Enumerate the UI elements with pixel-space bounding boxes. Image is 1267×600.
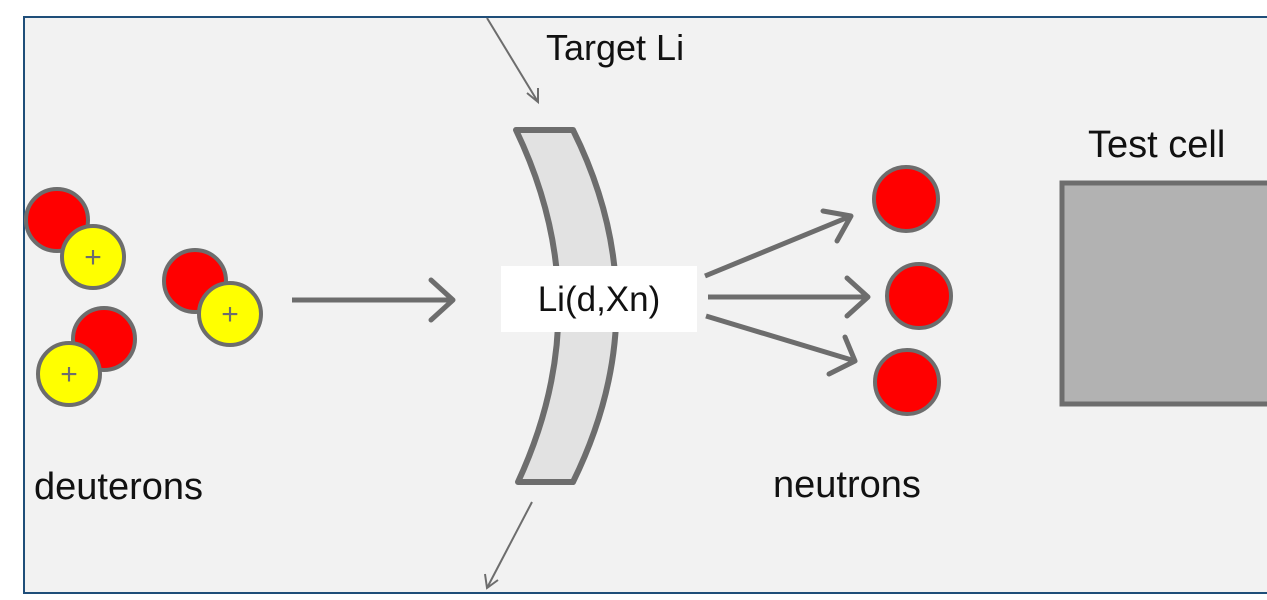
deuteron-2-proton (197, 281, 263, 347)
neutrons-label: neutrons (773, 464, 921, 506)
deuteron-1: + (24, 187, 126, 290)
deuterons-label: deuterons (34, 466, 203, 508)
exit-pointer-arrowhead (484, 573, 499, 590)
reaction-label: Li(d,Xn) (538, 280, 661, 319)
neutron-arrow-upper-head (820, 208, 854, 244)
neutron-arrow-upper-line (704, 213, 852, 279)
deuteron-1-plus-sign: + (84, 241, 102, 274)
neutron-3 (873, 348, 941, 416)
deuteron-3-plus-sign: + (60, 358, 78, 391)
deuteron-3: + (36, 306, 137, 407)
neutron-arrow-lower-head (826, 334, 858, 377)
reaction-label-box (501, 266, 697, 332)
exit-pointer-line (486, 501, 533, 589)
test-cell-label: Test cell (1088, 124, 1225, 166)
neutron-arrow-middle-head (844, 275, 871, 319)
deuteron-2: + (162, 248, 263, 347)
deuteron-2-plus-sign: + (221, 298, 239, 331)
neutron-1 (872, 165, 940, 233)
neutron-2 (885, 262, 953, 330)
deuteron-1-proton (60, 224, 126, 290)
beam-arrowhead (428, 277, 456, 323)
target-pointer-line (486, 17, 539, 103)
target-label: Target Li (546, 27, 684, 68)
neutron-arrow-lower-line (705, 313, 856, 364)
target-pointer-arrowhead (526, 88, 539, 105)
deuteron-3-proton (36, 341, 102, 407)
test-cell-box (1059, 180, 1267, 407)
